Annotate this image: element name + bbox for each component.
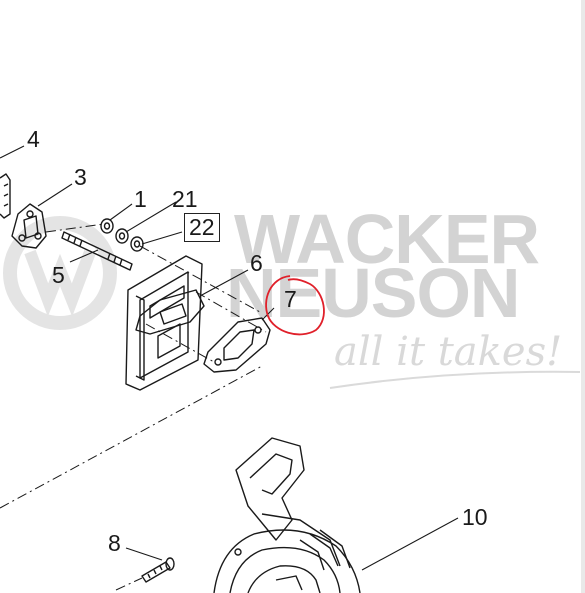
callout-7: 7	[284, 286, 297, 312]
right-edge-border	[581, 0, 585, 593]
part-10-recoil-starter	[213, 437, 361, 593]
part-7-gasket	[203, 317, 271, 373]
callout-4: 4	[27, 126, 40, 152]
callout-5: 5	[52, 262, 65, 288]
callout-1: 1	[134, 186, 147, 212]
part-4-shape	[0, 173, 11, 219]
watermark-brand-wacker: WACKER	[234, 200, 540, 278]
callout-3: 3	[74, 164, 87, 190]
part-1-nut	[100, 218, 114, 234]
callout-8: 8	[108, 530, 121, 556]
highlight-circle	[265, 275, 325, 336]
callout-22-boxed: 22	[184, 213, 220, 242]
callout-10: 10	[462, 504, 488, 530]
part-8-screw	[141, 557, 175, 583]
callout-21: 21	[172, 186, 198, 212]
watermark-w-mark	[24, 249, 96, 317]
callout-6: 6	[250, 250, 263, 276]
part-3-gasket	[11, 203, 47, 249]
center-lines	[0, 223, 267, 591]
watermark-tagline: all it takes!	[334, 329, 563, 375]
part-5-stud	[61, 231, 133, 271]
part-22-washer	[130, 236, 144, 252]
leader-lines	[0, 145, 459, 571]
part-21-washer	[115, 228, 129, 244]
watermark-circle	[3, 216, 117, 330]
part-6-flange-block	[125, 255, 205, 391]
watermark-brand-neuson: NEUSON	[226, 254, 520, 332]
